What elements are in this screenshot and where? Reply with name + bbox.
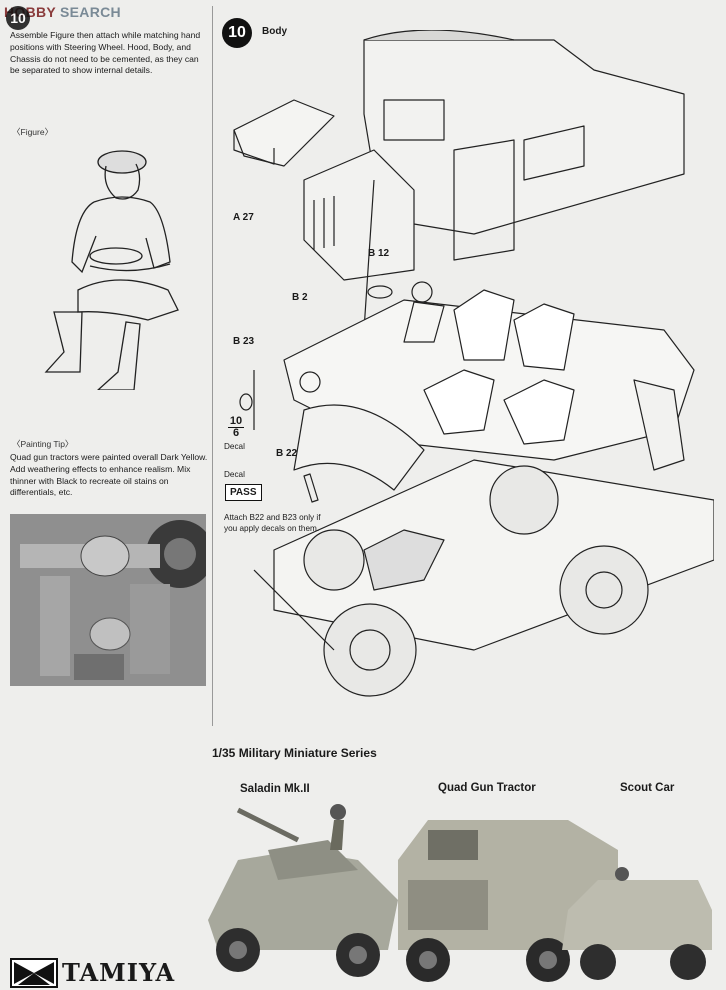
chassis-detail-photo [10,514,206,686]
part-label-a27: A 27 [233,212,254,223]
decal-note: Attach B22 and B23 only if you apply dec… [224,513,321,533]
step-title: Body [262,26,287,37]
step-instructions: Assemble Figure then attach while matchi… [10,30,201,76]
model-label-scout-car: Scout Car [620,782,675,794]
part-label-b22: B 22 [276,448,298,459]
decal-label-2: Decal [224,470,245,479]
tamiya-star-icon [10,958,58,988]
series-title: 1/35 Military Miniature Series [212,746,377,760]
painting-tip-label: 〈Painting Tip〉 [12,439,74,449]
model-label-saladin: Saladin Mk.II [240,783,310,795]
step-badge: 10 [222,18,252,48]
model-label-quad-gun-tractor: Quad Gun Tractor [438,782,536,794]
pass-decal: PASS [225,484,262,501]
brand-logo: TAMIYA [62,958,176,987]
body-assembly-diagram [233,30,714,697]
figure-label: 〈Figure〉 [12,127,54,137]
part-label-b12: B 12 [368,248,390,259]
model-vehicles-photo [208,804,712,982]
part-label-b2: B 2 [292,292,308,303]
seated-figure-illustration [44,150,179,390]
part-label-b23: B 23 [233,336,255,347]
painting-tip-text: Quad gun tractors were painted overall D… [10,452,208,498]
decal-label-1: Decal [224,442,245,451]
column-divider [212,6,213,726]
step-badge-small: 10 [6,6,30,30]
decal-number: 10 6 [228,415,244,439]
